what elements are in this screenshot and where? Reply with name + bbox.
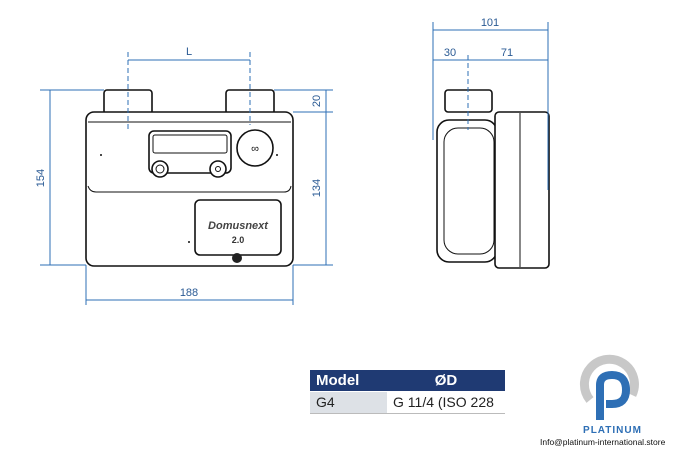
- dim-depth-rear: 71: [501, 47, 513, 59]
- header-diameter: ØD: [434, 372, 458, 389]
- dim-pipe-height: 20: [311, 95, 323, 107]
- cell-model: G4: [310, 392, 387, 413]
- dim-pipe-spacing: L: [186, 46, 192, 58]
- version-label: 2.0: [232, 235, 245, 245]
- dim-depth-total: 101: [481, 17, 499, 29]
- dim-body-height: 134: [311, 179, 323, 197]
- dim-depth-front: 30: [444, 47, 456, 59]
- side-pipe: [444, 89, 493, 113]
- infinity-icon: ∞: [251, 143, 259, 155]
- front-view: ∞ Domusnext 2.0 L 154 20 134 188: [35, 46, 333, 305]
- side-body-rear: [436, 119, 498, 263]
- table-header: Model ØD: [310, 370, 505, 391]
- spec-table: Model ØD G4 G 11/4 (ISO 228: [310, 370, 505, 414]
- logo-brand-text: PLATINUM: [583, 425, 642, 436]
- dim-height-total: 154: [35, 169, 47, 187]
- header-model: Model: [316, 372, 360, 389]
- dim-width: 188: [180, 287, 198, 299]
- right-button: [209, 160, 227, 178]
- platinum-logo: [579, 354, 639, 420]
- left-button: [151, 160, 169, 178]
- seal-screw: [232, 253, 242, 263]
- optical-port: [236, 129, 274, 167]
- side-body-front: [494, 111, 550, 269]
- side-view: 101 30 71: [432, 17, 550, 269]
- table-row: G4 G 11/4 (ISO 228: [310, 392, 505, 414]
- display-window: [148, 130, 232, 174]
- brand-label: Domusnext: [208, 220, 269, 232]
- cell-diameter: G 11/4 (ISO 228: [393, 394, 494, 410]
- contact-email: Info@platinum-international.store: [540, 437, 666, 447]
